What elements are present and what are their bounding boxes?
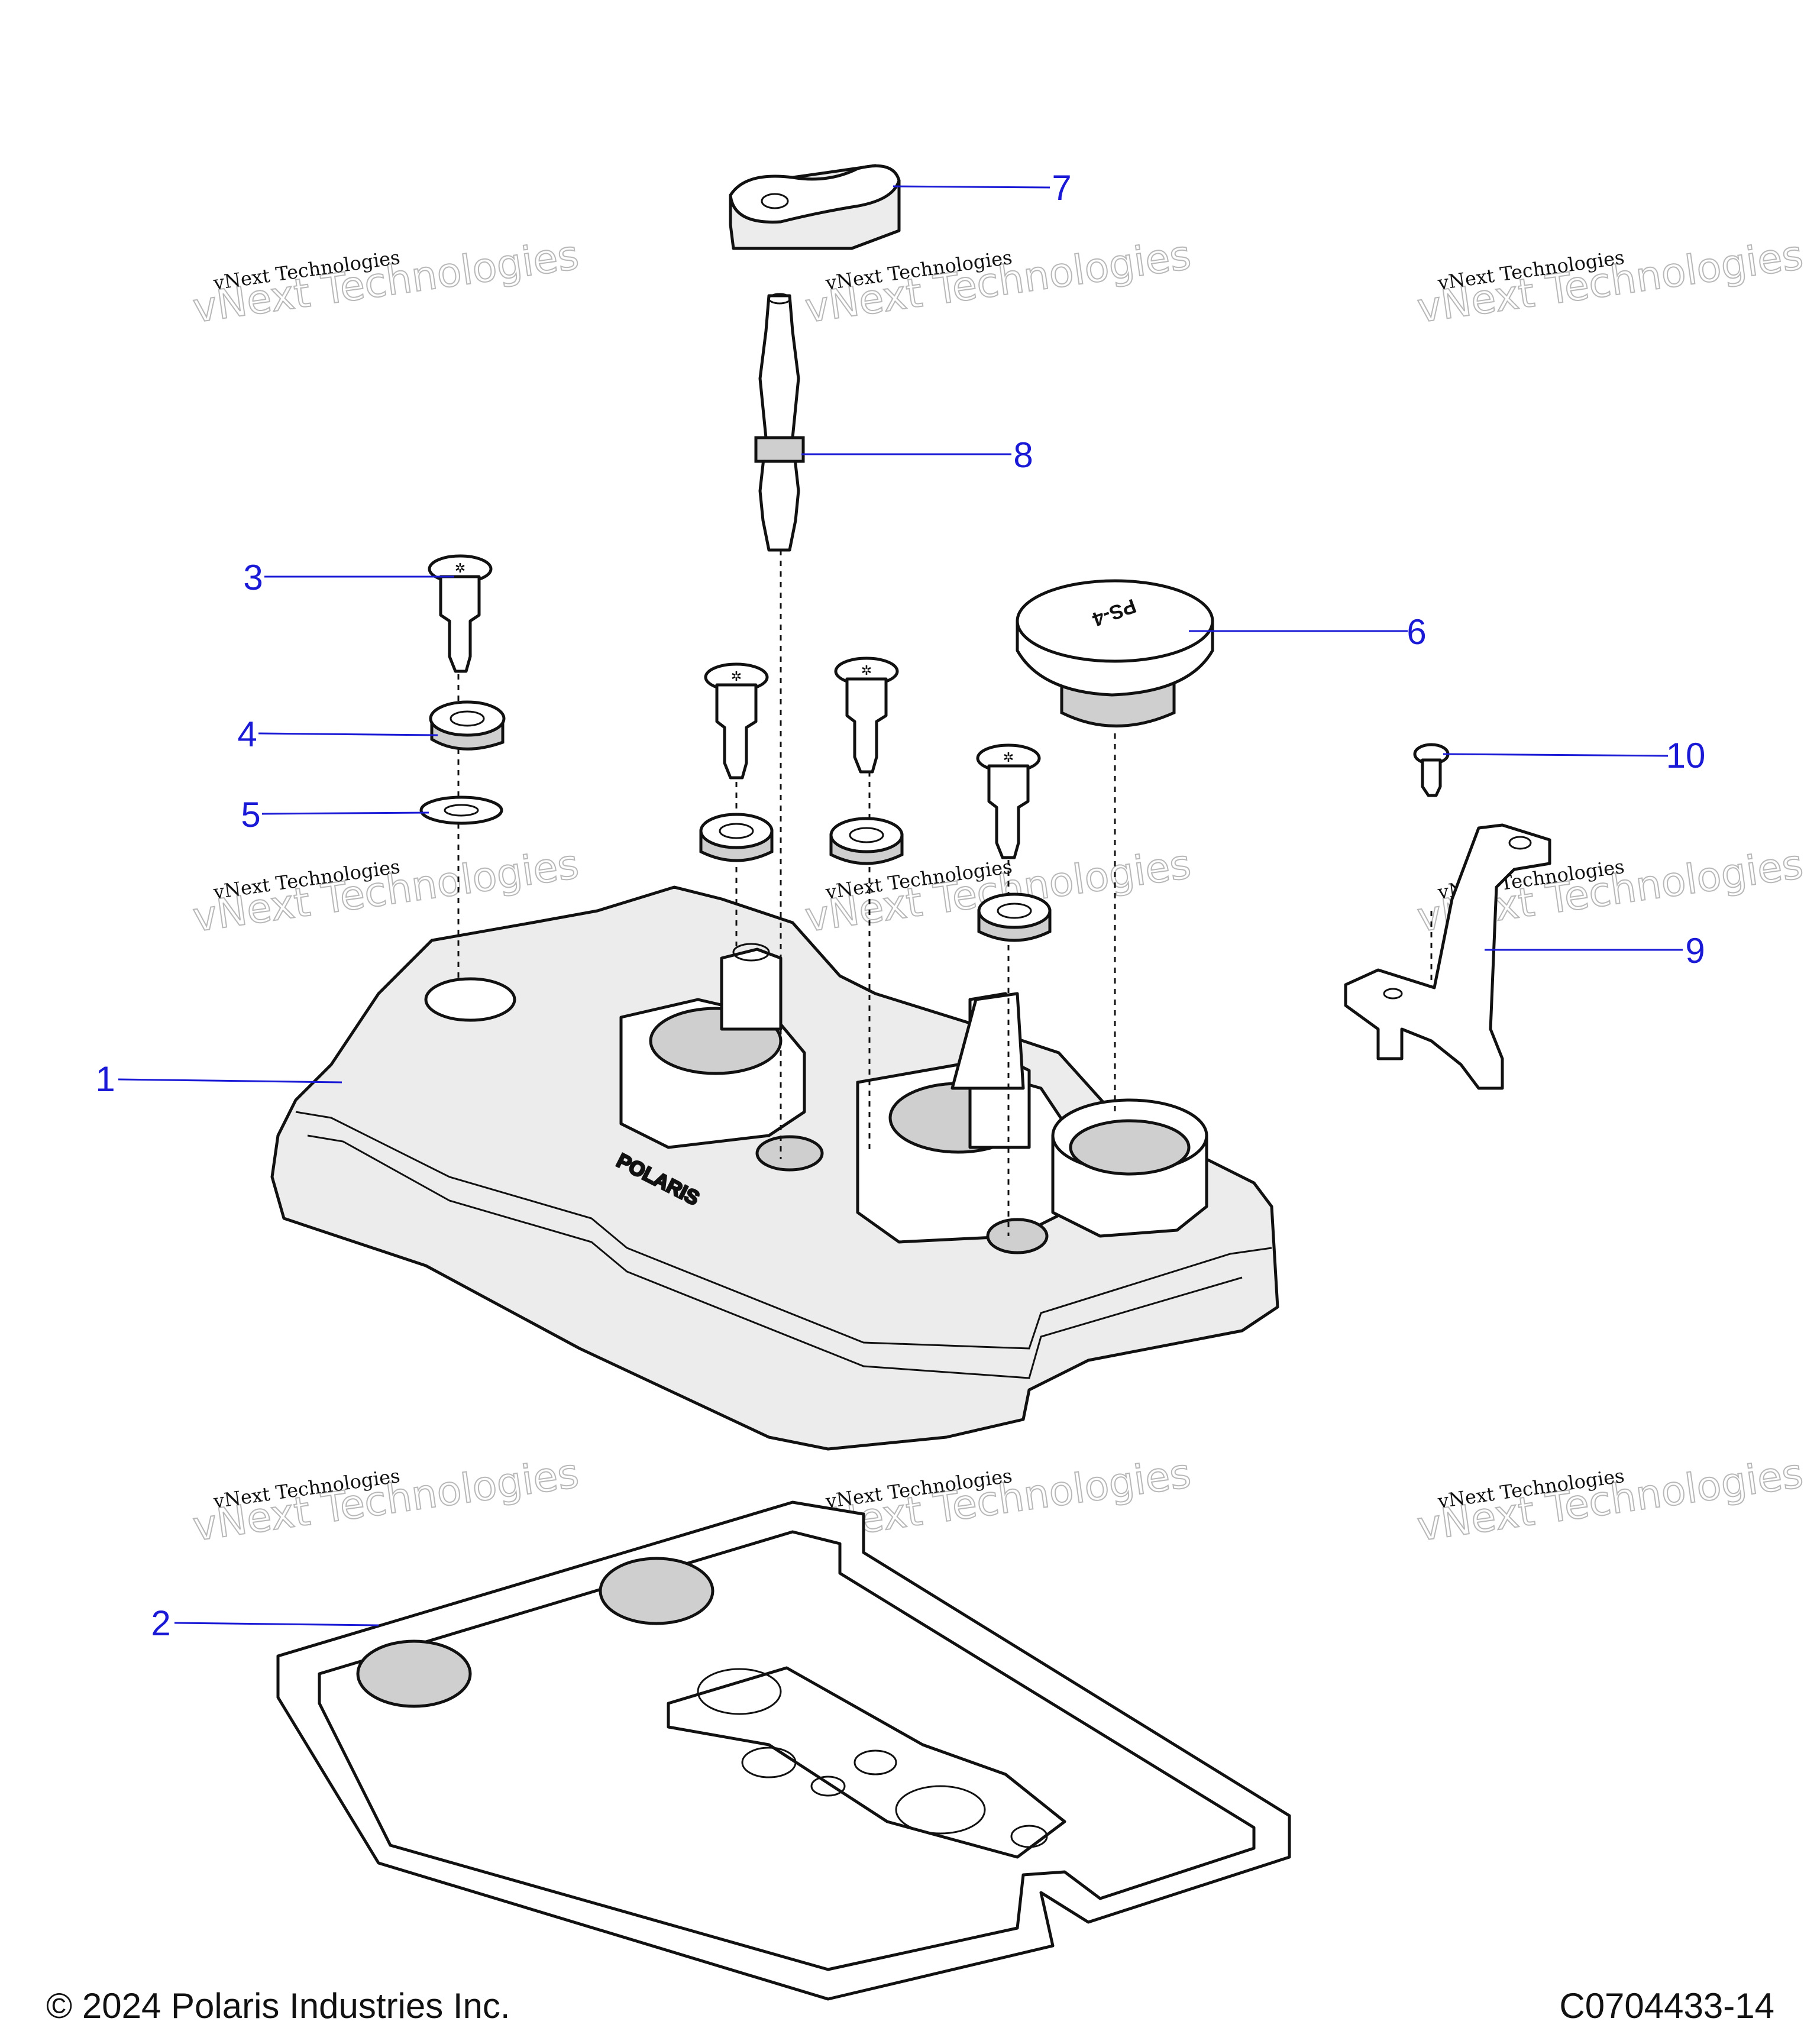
svg-text:✲: ✲ (731, 670, 742, 684)
svg-text:7: 7 (1052, 168, 1071, 208)
gasket-spark-plug-seal (667, 1666, 1066, 1859)
part-flat-washer (419, 795, 503, 825)
svg-text:2: 2 (151, 1603, 170, 1643)
gasket-half-moon-left (356, 1639, 472, 1708)
drawing-id-text: C0704433-14 (1559, 1986, 1774, 2026)
callout-1: 1 (95, 1059, 342, 1099)
callout-6: 6 (1189, 612, 1427, 652)
watermark-low-right: vNext Technologies vNext Technologies (1414, 1450, 1807, 1551)
watermark-low-left: vNext Technologies vNext Technologies (190, 1450, 583, 1551)
part-valve-cover: POLARIS (270, 885, 1279, 1451)
svg-text:✲: ✲ (1003, 751, 1014, 765)
part-oil-fill-cap: PS-4 (1016, 579, 1214, 727)
part-bolt-center-3: ✲ (976, 743, 1041, 859)
part-grommet-washer-center-2 (829, 817, 904, 865)
callout-5: 5 (241, 795, 429, 835)
cover-bolt-hole (424, 977, 516, 1022)
callout-7: 7 (893, 168, 1072, 208)
svg-text:10: 10 (1666, 736, 1706, 775)
callout-9: 9 (1485, 931, 1705, 971)
watermark-top-right: vNext Technologies vNext Technologies (1414, 231, 1807, 333)
callout-2: 2 (151, 1603, 379, 1643)
svg-text:4: 4 (237, 714, 257, 754)
part-grommet-washer-left (429, 700, 506, 751)
callout-8: 8 (801, 435, 1033, 475)
part-bracket (1344, 823, 1551, 1090)
part-bolt-center-1: ✲ (704, 662, 769, 780)
svg-text:1: 1 (95, 1059, 115, 1099)
svg-text:3: 3 (243, 558, 263, 597)
part-bolt-center-2: ✲ (834, 656, 899, 774)
watermark-top-left: vNext Technologies vNext Technologies (190, 231, 583, 333)
part-small-bolt (1413, 743, 1450, 797)
svg-text:9: 9 (1685, 931, 1705, 971)
svg-text:5: 5 (241, 795, 260, 835)
part-grommet-washer-center-1 (699, 813, 774, 862)
svg-text:6: 6 (1407, 612, 1426, 652)
part-grommet-washer-center-3 (977, 892, 1052, 942)
callout-4: 4 (237, 714, 438, 754)
breather-fitting-hex (754, 436, 805, 463)
callout-3: 3 (243, 558, 454, 597)
callout-10: 10 (1443, 736, 1705, 775)
svg-text:8: 8 (1013, 435, 1033, 475)
part-grommet (729, 164, 901, 250)
copyright-text: © 2024 Polaris Industries Inc. (46, 1986, 510, 2026)
gasket-half-moon-right (599, 1557, 714, 1625)
svg-text:✲: ✲ (455, 561, 465, 576)
part-bolt-left: ✲ (428, 554, 493, 673)
svg-text:✲: ✲ (861, 664, 872, 678)
part-breather-fitting (754, 293, 805, 552)
part-gasket (276, 1500, 1291, 2001)
